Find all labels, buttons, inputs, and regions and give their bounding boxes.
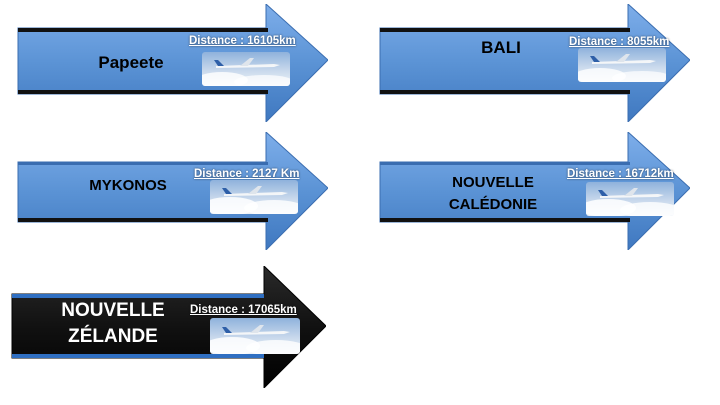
destination-name-line2: ZÉLANDE [68, 326, 158, 347]
destination-name-line1: NOUVELLE [61, 300, 165, 321]
plane-photo-icon [210, 318, 300, 354]
destination-name: Papeete [98, 53, 164, 72]
destination-name: NOUVELLE ZÉLANDE [48, 298, 178, 350]
destination-name: NOUVELLE CALÉDONIE [438, 172, 548, 216]
distance-label: Distance : 17065km [190, 304, 297, 316]
plane-photo-icon [202, 52, 290, 86]
distance-label: Distance : 16105km [189, 35, 296, 47]
destination-arrow-papeete[interactable]: Papeete Distance : 16105km [16, 4, 328, 122]
arrow-shape [17, 4, 328, 122]
destination-arrow-bali[interactable]: BALI Distance : 8055km [378, 4, 690, 122]
destination-arrow-mykonos[interactable]: MYKONOS Distance : 2127 Km [16, 132, 328, 250]
distance-label: Distance : 8055km [569, 36, 670, 48]
arrow-shape [17, 132, 328, 250]
plane-photo-icon [210, 180, 298, 214]
destination-name-line1: NOUVELLE [452, 174, 534, 191]
destination-arrow-nouvelle-caledonie[interactable]: NOUVELLE CALÉDONIE Distance : 16712km [378, 132, 690, 250]
arrow-shape [11, 266, 326, 388]
destination-name: MYKONOS [89, 177, 167, 194]
plane-photo-icon [578, 48, 666, 82]
destination-arrow-nouvelle-zelande[interactable]: NOUVELLE ZÉLANDE Distance : 17065km [10, 266, 326, 388]
arrow-shape [379, 4, 690, 122]
arrow-shape [379, 132, 690, 250]
plane-photo-icon [586, 182, 674, 216]
destination-name: BALI [481, 38, 521, 57]
distance-label: Distance : 16712km [567, 168, 674, 180]
distance-label: Distance : 2127 Km [194, 168, 300, 180]
destination-name-line2: CALÉDONIE [448, 196, 538, 213]
